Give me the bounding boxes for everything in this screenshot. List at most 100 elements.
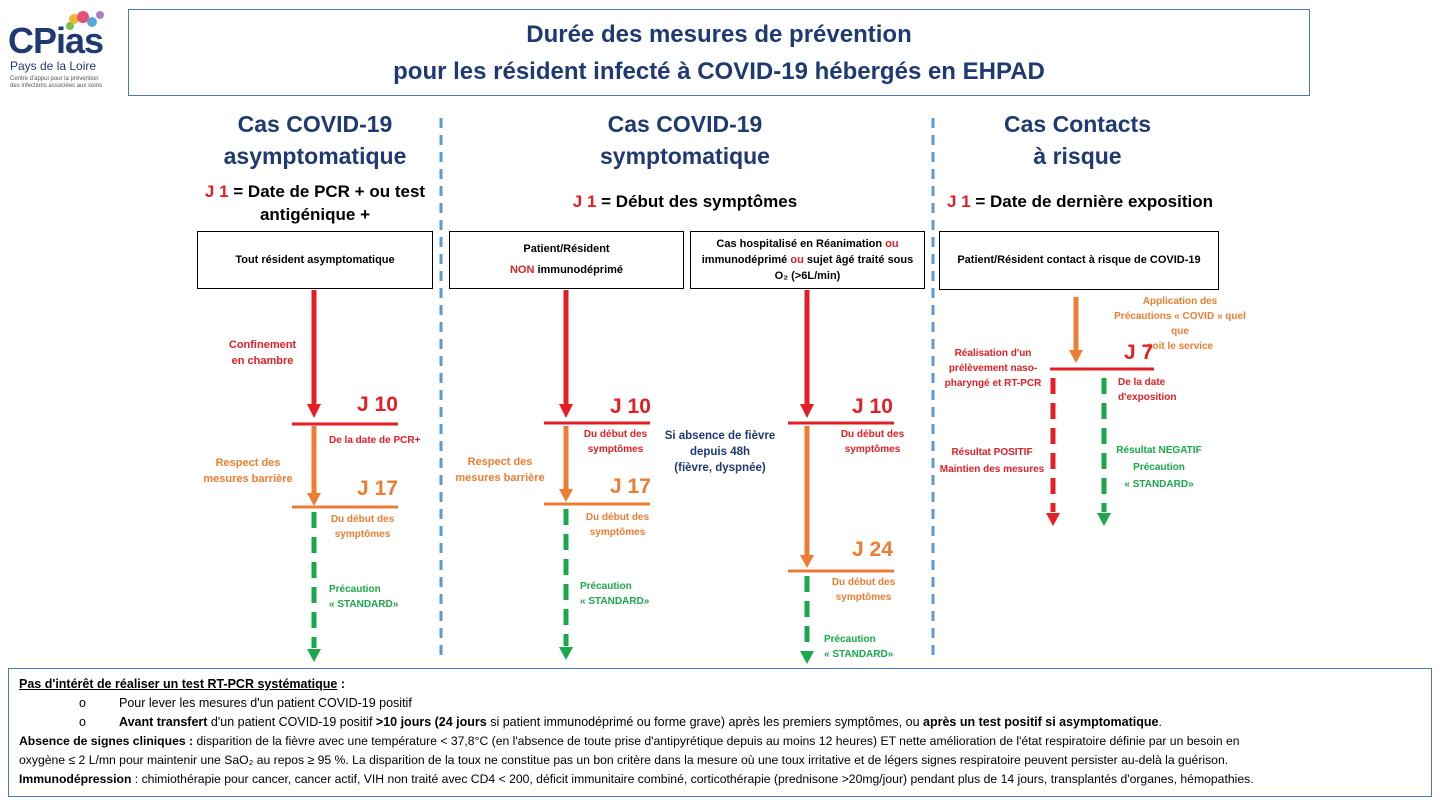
notes-heading-tail: :	[337, 677, 345, 691]
logo-name: CPias	[8, 20, 104, 61]
notes-bullet-1: o Pour lever les mesures d'un patient COV…	[19, 694, 1421, 713]
appli-line3: soit le service	[1146, 341, 1214, 352]
neg-line1: Résultat NEGATIF	[1116, 445, 1202, 456]
logo-tagline-2: des infections associées aux soins	[10, 83, 103, 89]
b2-t2: si patient immunodéprimé ou forme grave)…	[486, 715, 924, 729]
box-reanimation: Cas hospitalisé en Réanimation ou immuno…	[690, 231, 925, 289]
appli-line2: Précautions « COVID » quel que	[1114, 311, 1246, 337]
fever-note: Si absence de fièvre depuis 48h (fièvre,…	[655, 428, 785, 476]
col1-j17-note1: Du début des	[330, 514, 395, 525]
col2a-j17-note2: symptômes	[589, 527, 646, 538]
notes-immuno: Immunodépression : chimiothérapie pour c…	[19, 770, 1421, 789]
col2-header-line2: symptomatique	[600, 143, 770, 169]
title-line-2: pour les résident infecté à COVID-19 héb…	[393, 58, 1045, 85]
col1-j17-note2: symptômes	[334, 529, 391, 540]
col2a-j10-note1: Du début des	[583, 429, 648, 440]
col2b-j10: J 10	[852, 395, 893, 418]
col1-respect-label: Respect des mesures barrière	[198, 455, 298, 487]
col1-j1: J 1 = Date de PCR + ou test antigénique …	[170, 180, 460, 226]
box-b-2b: sujet âgé traité sous	[803, 254, 914, 266]
col2b-precaution: Précaution « STANDARD»	[824, 632, 893, 662]
box-non-immunodeprime: Patient/Résident NON immunodéprimé	[449, 231, 684, 289]
col2a-j10: J 10	[610, 395, 651, 418]
col3-header: Cas Contacts à risque	[950, 108, 1205, 172]
absence-2: oxygène ≤ 2 L/mn pour maintenir une SaO₂…	[19, 753, 1229, 767]
col2a-j10-note2: symptômes	[587, 444, 644, 455]
col1-precaution: Précaution « STANDARD»	[329, 582, 398, 612]
col2a-precaution-line1: Précaution	[580, 581, 632, 592]
box-a-line2: NON immunodéprimé	[510, 260, 623, 281]
fever-line1: Si absence de fièvre	[664, 430, 776, 442]
col1-respect-line1: Respect des	[215, 457, 281, 469]
confinement-line2: en chambre	[231, 355, 294, 367]
col1-j1-label: J 1	[204, 182, 229, 201]
box-contact-risque: Patient/Résident contact à risque de COV…	[939, 231, 1219, 290]
prelev-line1: Réalisation d'un	[954, 348, 1032, 359]
col1-precaution-line2: « STANDARD»	[329, 599, 399, 610]
col3-j1-label: J 1	[947, 192, 971, 211]
bullet-mark-2: o	[79, 715, 86, 729]
neg-line3: « STANDARD»	[1124, 479, 1194, 490]
col2a-respect-label: Respect des mesures barrière	[450, 454, 550, 486]
col1-precaution-line1: Précaution	[329, 584, 381, 595]
absence-bold: Absence de signes cliniques :	[19, 734, 194, 748]
fever-line2: depuis 48h	[689, 446, 751, 458]
box-tout-resident: Tout résident asymptomatique	[197, 231, 433, 289]
j7-note2: d'exposition	[1118, 392, 1177, 403]
col2a-respect-line1: Respect des	[467, 456, 533, 468]
box-b-line3: O₂ (>6L/min)	[774, 270, 841, 282]
col2a-respect-line2: mesures barrière	[455, 472, 545, 484]
col2-j1-label: J 1	[572, 192, 597, 211]
col3-j7-note: De la date d'exposition	[1118, 375, 1177, 405]
bullet-mark-1: o	[79, 696, 86, 710]
negative-result: Résultat NEGATIF Précaution « STANDARD»	[1112, 442, 1206, 493]
pos-line1: Résultat POSITIF	[951, 447, 1033, 458]
box-b-1-ou: ou	[885, 238, 899, 250]
col2b-j10-note1: Du début des	[840, 429, 905, 440]
col1-j17-note: Du début des symptômes	[325, 512, 400, 542]
col2b-j10-note2: symptômes	[844, 444, 901, 455]
cpias-logo: CPias Pays de la Loire Centre d'appui po…	[8, 6, 120, 96]
col2a-j17-note1: Du début des	[585, 512, 650, 523]
absence-1: disparition de la fièvre avec une tempér…	[193, 734, 1240, 748]
application-precautions: Application des Précautions « COVID » qu…	[1105, 294, 1255, 354]
bullet-1-text: Pour lever les mesures d'un patient COVI…	[119, 696, 412, 710]
notes-box: Pas d'intérêt de réaliser un test RT-PCR…	[8, 668, 1432, 797]
box-a-immuno: immunodéprimé	[534, 264, 624, 276]
col1-j1-text1: = Date de PCR + ou test	[228, 182, 426, 201]
confinement-line1: Confinement	[228, 339, 297, 351]
pos-line2: Maintien des mesures	[939, 464, 1045, 475]
col2b-j24-note: Du début des symptômes	[826, 575, 901, 605]
b2-t1: d'un patient COVID-19 positif	[207, 715, 376, 729]
col1-respect-line2: mesures barrière	[203, 473, 293, 485]
box-b-1a: Cas hospitalisé en Réanimation	[716, 238, 886, 250]
col2b-precaution-line2: « STANDARD»	[824, 649, 894, 660]
col2a-precaution: Précaution « STANDARD»	[580, 579, 649, 609]
box-a-line1: Patient/Résident	[523, 243, 610, 255]
prelev-line2: prélèvement naso-	[948, 363, 1038, 374]
col2a-j10-note: Du début des symptômes	[578, 427, 653, 457]
notes-heading: Pas d'intérêt de réaliser un test RT-PCR…	[19, 677, 338, 691]
col2-header-line1: Cas COVID-19	[607, 111, 763, 137]
bullet-2-text: Avant transfert d'un patient COVID-19 po…	[119, 713, 1162, 732]
col2a-j17: J 17	[610, 475, 651, 498]
box-b-line2: immunodéprimé ou sujet âgé traité sous	[702, 252, 914, 268]
fever-line3: (fièvre, dyspnée)	[674, 462, 766, 474]
appli-line1: Application des	[1142, 296, 1218, 307]
page-title: Durée des mesures de prévention pour les…	[128, 9, 1310, 96]
col2b-j10-note: Du début des symptômes	[835, 427, 910, 457]
b2-bold1: Avant transfert	[119, 715, 208, 729]
col3-j7: J 7	[1124, 341, 1154, 364]
col2-j1: J 1 = Début des symptômes	[520, 190, 850, 213]
logo-bubbles-icon	[66, 11, 104, 30]
j7-note1: De la date	[1118, 377, 1166, 388]
col2b-precaution-line1: Précaution	[824, 634, 876, 645]
col2b-j24: J 24	[852, 538, 893, 561]
logo-tagline-1: Centre d'appui pour la prévention	[10, 76, 99, 82]
box-tout-resident-text: Tout résident asymptomatique	[235, 253, 395, 266]
col1-header: Cas COVID-19 asymptomatique	[190, 108, 440, 172]
immuno-text: : chimiothérapie pour cancer, cancer act…	[131, 772, 1254, 786]
col1-header-line1: Cas COVID-19	[237, 111, 393, 137]
box-contact-text: Patient/Résident contact à risque de COV…	[957, 254, 1201, 266]
